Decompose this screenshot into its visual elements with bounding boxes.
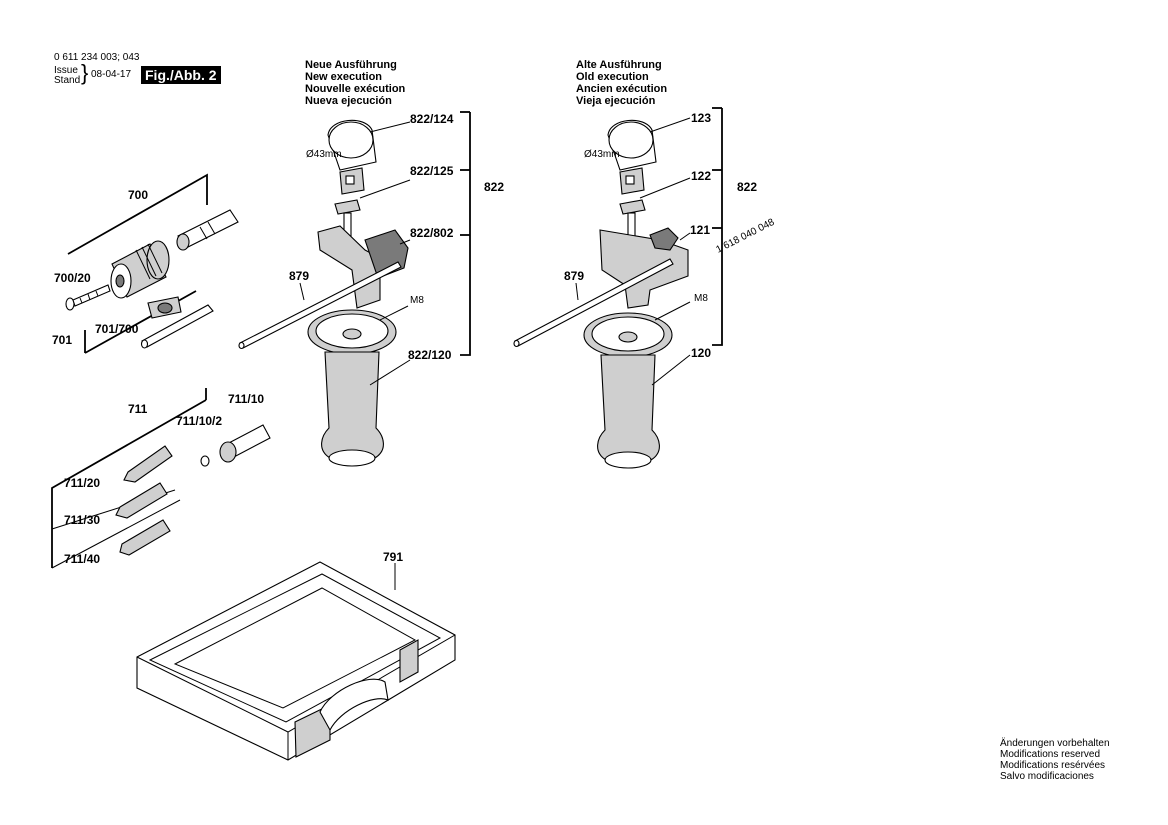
clamp-band-new-drawing — [327, 119, 377, 195]
label-123: 123 — [691, 111, 711, 125]
label-822-new: 822 — [484, 180, 504, 194]
label-122: 122 — [691, 169, 711, 183]
label-diameter-old: Ø43mm — [584, 149, 620, 160]
grip-old-drawing — [583, 312, 673, 469]
old-execution-en: Old execution — [576, 71, 649, 83]
bit-711-40-drawing — [119, 519, 171, 556]
bracket-700 — [67, 173, 208, 255]
label-879-new: 879 — [289, 269, 309, 283]
document-number: 0 611 234 003; 043 — [54, 52, 140, 63]
handle-housing-old-drawing — [599, 227, 689, 309]
bracket-711 — [51, 399, 207, 568]
label-701-700: 701/700 — [95, 322, 139, 336]
depth-rod-new-drawing — [238, 261, 402, 350]
label-120: 120 — [691, 346, 711, 360]
issue-label: Issue — [54, 65, 78, 76]
label-822-old: 822 — [737, 180, 757, 194]
label-711-40: 711/40 — [64, 552, 100, 566]
issue-date: 08-04-17 — [91, 69, 132, 80]
new-execution-de: Neue Ausführung — [305, 59, 397, 71]
label-701: 701 — [52, 333, 72, 347]
footer-de: Änderungen vorbehalten — [1000, 738, 1110, 749]
bit-711-30-drawing — [115, 482, 168, 519]
screw-drawing — [65, 284, 111, 311]
old-execution-fr: Ancien exécution — [576, 83, 668, 95]
new-execution-handle-group — [238, 111, 471, 467]
label-822-120: 822/120 — [408, 348, 452, 362]
new-execution-header: Neue Ausführung New execution Nouvelle e… — [305, 59, 405, 107]
label-m8-old: M8 — [694, 293, 708, 304]
label-711: 711 — [128, 402, 148, 416]
new-execution-en: New execution — [305, 71, 383, 83]
new-execution-es: Nueva ejecución — [305, 95, 392, 107]
old-execution-es: Vieja ejecución — [576, 95, 656, 107]
label-879-old: 879 — [564, 269, 584, 283]
bracket-822-new — [460, 112, 471, 356]
label-711-20: 711/20 — [64, 476, 100, 490]
label-822-124: 822/124 — [410, 112, 454, 126]
bracket-822-old — [712, 108, 723, 346]
new-execution-fr: Nouvelle exécution — [305, 83, 406, 95]
bit-711-20-drawing — [123, 445, 173, 483]
label-822-125: 822/125 — [410, 164, 454, 178]
sds-adapter-drawing — [176, 209, 239, 251]
drill-chuck-drawing — [110, 240, 170, 299]
chuck-assembly-group — [65, 173, 239, 354]
carrying-case-drawing — [136, 561, 456, 761]
footer-en: Modifications reserved — [1000, 749, 1101, 760]
old-execution-handle-group — [513, 107, 723, 469]
label-121: 121 — [690, 223, 710, 237]
old-execution-header: Alte Ausführung Old execution Ancien exé… — [576, 59, 667, 107]
stand-label: Stand — [54, 75, 81, 86]
label-711-30: 711/30 — [64, 513, 100, 527]
label-791: 791 — [383, 550, 403, 564]
bit-holder-drawing — [200, 424, 271, 467]
label-711-10-2: 711/10/2 — [176, 414, 222, 428]
figure-badge: Fig./Abb. 2 — [141, 66, 221, 84]
label-822-802: 822/802 — [410, 226, 454, 240]
label-1618040048: 1 618 040 048 — [714, 217, 776, 256]
brace-glyph: } — [81, 60, 89, 85]
clamp-band-old-drawing — [607, 119, 657, 195]
depth-rod-old-drawing — [513, 258, 674, 348]
label-711-10: 711/10 — [228, 392, 264, 406]
label-m8-new: M8 — [410, 295, 424, 306]
grip-new-drawing — [307, 309, 397, 467]
label-diameter-new: Ø43mm — [306, 149, 342, 160]
footer-es: Salvo modificaciones — [1000, 771, 1094, 782]
label-700-20: 700/20 — [54, 271, 91, 285]
modifications-footer: Änderungen vorbehalten Modifications res… — [1000, 738, 1110, 782]
chuck-key-drawing — [140, 296, 214, 349]
label-700: 700 — [128, 188, 148, 202]
screwdriver-bits-group — [51, 388, 271, 569]
footer-fr: Modifications resérvées — [1000, 760, 1106, 771]
old-execution-de: Alte Ausführung — [576, 59, 662, 71]
